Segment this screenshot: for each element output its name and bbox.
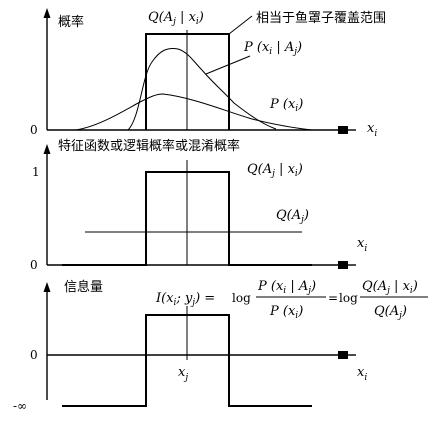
panel-probability: 概率 0 xi Q(Aj | xi) 相当于鱼罩子覆盖范围 P (xi | Aj… bbox=[30, 8, 386, 139]
top-p-cond-label: P (xi | Aj) bbox=[243, 40, 302, 57]
mid-qa-label: Q(Aj) bbox=[276, 208, 309, 225]
bot-xj-label: xj bbox=[178, 365, 188, 383]
bot-y-arrow bbox=[43, 282, 51, 292]
formula-frac1-num: P (xi | Aj) bbox=[257, 279, 316, 296]
mid-title: 特征函数或逻辑概率或混淆概率 bbox=[58, 138, 240, 154]
panel-information: 信息量 0 -∞ I(xi; yj) = log P (xi | Aj) P (… bbox=[13, 279, 428, 413]
formula-frac1-den: P (xi) bbox=[269, 304, 303, 321]
top-y-axis-label: 概率 bbox=[58, 14, 84, 30]
mid-origin-label: 0 bbox=[30, 258, 38, 272]
mid-tick-one: 1 bbox=[32, 165, 40, 179]
bot-origin-label: 0 bbox=[30, 348, 38, 362]
mid-x-arrow bbox=[338, 261, 348, 269]
formula-log1: log bbox=[232, 291, 251, 305]
top-p-cond-curve bbox=[127, 47, 277, 131]
top-q-label: Q(Aj | xi) bbox=[148, 10, 204, 27]
top-p-curve bbox=[75, 93, 313, 131]
bot-x-label: xi bbox=[357, 365, 367, 383]
top-x-label: xi bbox=[367, 121, 377, 139]
mid-x-label: xi bbox=[357, 236, 367, 254]
mid-y-arrow bbox=[43, 144, 51, 154]
bot-x-arrow bbox=[338, 351, 348, 359]
top-p-label: P (xi) bbox=[269, 97, 303, 114]
formula-equals: = bbox=[328, 291, 338, 305]
formula-lhs: I(xi; yj) = bbox=[155, 291, 215, 308]
formula-frac2-num: Q(Aj | xi) bbox=[362, 279, 418, 296]
mid-q-label: Q(Aj | xi) bbox=[247, 162, 303, 179]
formula-log2: log bbox=[339, 291, 358, 305]
panel-characteristic: 特征函数或逻辑概率或混淆概率 1 0 Q(Aj | xi) Q(Aj) xi bbox=[30, 138, 367, 272]
top-annotation: 相当于鱼罩子覆盖范围 bbox=[256, 10, 386, 26]
bot-y-axis-label: 信息量 bbox=[64, 279, 103, 295]
top-annotation-leader bbox=[228, 15, 253, 35]
top-x-arrow bbox=[338, 126, 348, 134]
top-p-cond-leader bbox=[205, 55, 251, 75]
formula-frac2-den: Q(Aj) bbox=[374, 304, 407, 321]
top-y-arrow bbox=[43, 8, 51, 18]
bot-neg-inf-label: -∞ bbox=[13, 399, 27, 413]
top-origin-label: 0 bbox=[30, 123, 38, 137]
